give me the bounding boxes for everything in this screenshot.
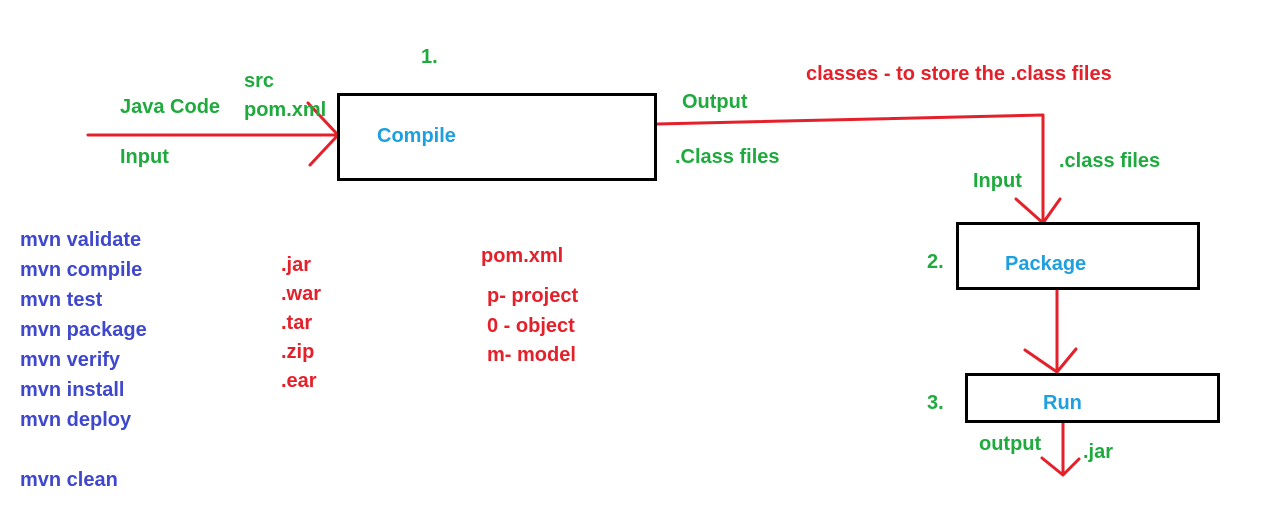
mvn-command: mvn install xyxy=(20,379,125,401)
pom-title: pom.xml xyxy=(481,245,564,267)
package-to-run-arrow xyxy=(1023,288,1078,374)
run-label: Run xyxy=(1043,392,1082,414)
packaging-type: .tar xyxy=(281,312,313,334)
mvn-command: mvn verify xyxy=(20,349,121,371)
mvn-command: mvn test xyxy=(20,289,103,311)
package-label: Package xyxy=(1005,253,1087,275)
run-output-arrow xyxy=(1040,421,1081,477)
package-class-files-label: .class files xyxy=(1059,150,1161,172)
mvn-command: mvn compile xyxy=(20,259,143,281)
packaging-type: .jar xyxy=(281,254,312,276)
packaging-type: .zip xyxy=(281,341,315,363)
input-label: Input xyxy=(120,146,169,168)
package-box xyxy=(956,222,1200,290)
mvn-command: mvn validate xyxy=(20,229,142,251)
src-label: src xyxy=(244,70,275,92)
pom-input-label: pom.xml xyxy=(244,99,327,121)
package-step-number: 2. xyxy=(927,251,944,273)
run-output-label: output xyxy=(979,433,1042,455)
java-code-label: Java Code xyxy=(120,96,221,118)
pom-meaning-item: m- model xyxy=(487,344,576,366)
compile-to-package-arrow xyxy=(655,113,1062,225)
class-files-output-label: .Class files xyxy=(675,146,780,168)
compile-label: Compile xyxy=(377,125,456,147)
mvn-command: mvn deploy xyxy=(20,409,132,431)
run-box xyxy=(965,373,1220,423)
mvn-clean-command: mvn clean xyxy=(20,469,118,491)
pom-meaning-item: 0 - object xyxy=(487,315,575,337)
run-step-number: 3. xyxy=(927,392,944,414)
output-label: Output xyxy=(682,91,748,113)
mvn-command: mvn package xyxy=(20,319,147,341)
compile-step-number: 1. xyxy=(421,46,438,68)
packaging-type: .ear xyxy=(281,370,317,392)
classes-note: classes - to store the .class files xyxy=(806,63,1112,85)
compile-box xyxy=(337,93,657,181)
pom-meaning-item: p- project xyxy=(487,285,579,307)
run-jar-label: .jar xyxy=(1083,441,1114,463)
package-input-label: Input xyxy=(973,170,1022,192)
packaging-type: .war xyxy=(281,283,322,305)
